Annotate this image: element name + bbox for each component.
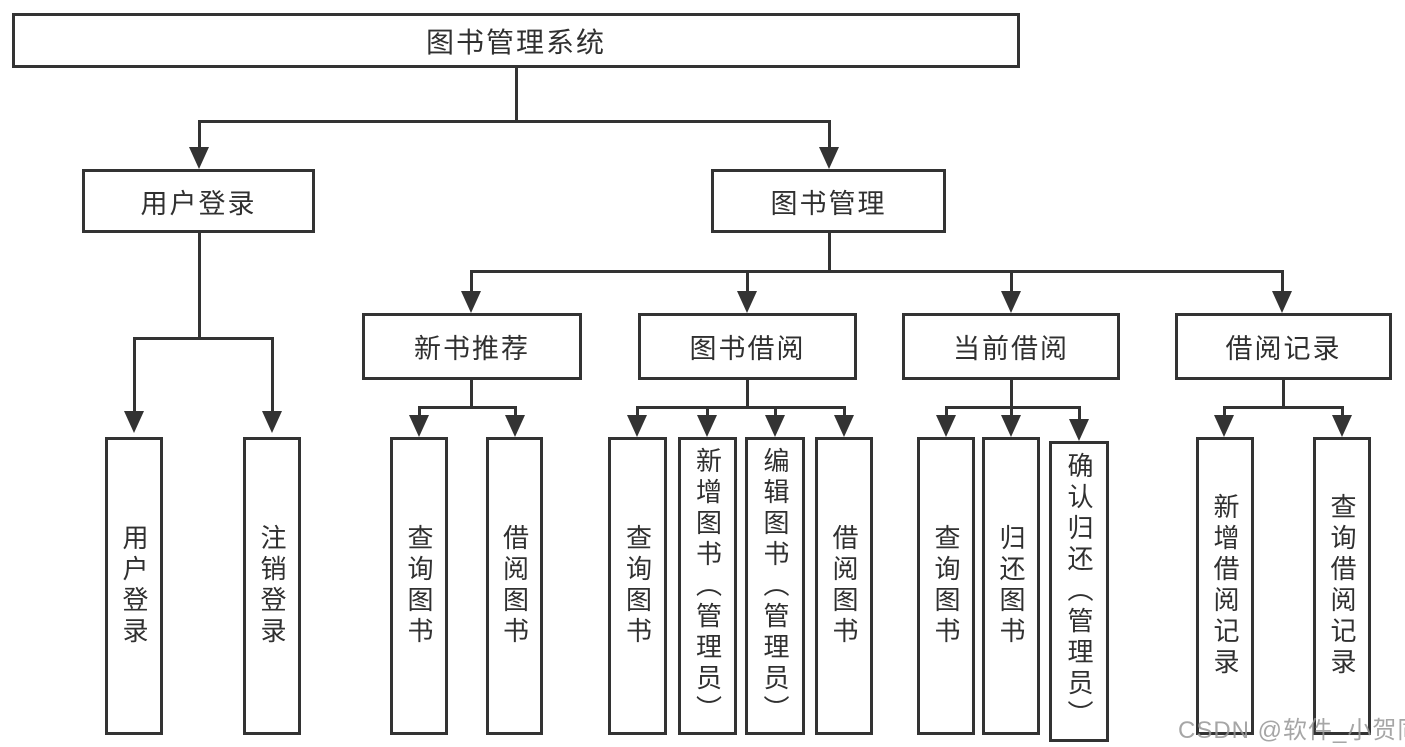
leaf-add-books-admin: 新增图书（管理员） (678, 437, 737, 735)
connector-line (470, 270, 473, 295)
connector-line (198, 120, 831, 123)
connector-line (1281, 270, 1284, 295)
node-label: 图书管理 (770, 188, 887, 219)
arrowhead-down-icon (834, 415, 854, 437)
connector-line (828, 120, 831, 150)
leaf-confirm-return-admin: 确认归还（管理员） (1049, 441, 1109, 742)
connector-line (198, 233, 201, 340)
connector-line (1010, 406, 1013, 419)
arrowhead-down-icon (765, 415, 785, 437)
connector-line (133, 337, 136, 413)
node-label: 当前借阅 (953, 334, 1069, 364)
connector-line (470, 270, 1284, 273)
connector-line (1223, 406, 1344, 409)
node-current-borrowing: 当前借阅 (902, 313, 1120, 380)
leaf-borrow-books-recommend: 借阅图书 (486, 437, 543, 735)
node-label: 新增借阅记录 (1210, 493, 1240, 679)
connector-line (1010, 380, 1013, 408)
arrowhead-down-icon (936, 415, 956, 437)
connector-line (636, 406, 639, 419)
leaf-return-books: 归还图书 (982, 437, 1040, 735)
node-new-book-recommend: 新书推荐 (362, 313, 582, 380)
connector-line (746, 380, 749, 408)
node-label: 新书推荐 (414, 334, 530, 364)
node-label: 编辑图书（管理员） (760, 446, 790, 726)
node-label: 借阅记录 (1225, 334, 1342, 364)
arrowhead-down-icon (627, 415, 647, 437)
arrowhead-down-icon (262, 411, 282, 433)
arrowhead-down-icon (505, 415, 525, 437)
connector-line (271, 337, 274, 413)
leaf-user-login: 用户登录 (105, 437, 163, 735)
connector-line (1010, 270, 1013, 295)
connector-line (774, 406, 777, 419)
connector-line (133, 337, 274, 340)
node-label: 查询借阅记录 (1327, 493, 1357, 679)
leaf-add-borrow-record: 新增借阅记录 (1196, 437, 1254, 735)
connector-line (514, 406, 517, 419)
arrowhead-down-icon (1001, 415, 1021, 437)
connector-line (636, 406, 846, 409)
connector-line (843, 406, 846, 419)
node-label: 查询图书 (404, 524, 434, 648)
arrowhead-down-icon (461, 291, 481, 313)
connector-line (1223, 406, 1226, 419)
node-book-borrowing: 图书借阅 (638, 313, 857, 380)
node-label: 借阅图书 (829, 524, 859, 648)
connector-line (945, 406, 1081, 409)
leaf-query-books-recommend: 查询图书 (390, 437, 448, 735)
leaf-query-books-borrowing: 查询图书 (608, 437, 667, 735)
connector-line (198, 120, 201, 150)
node-label: 归还图书 (996, 524, 1026, 648)
connector-line (1341, 406, 1344, 419)
connector-line (746, 270, 749, 295)
leaf-query-borrow-record: 查询借阅记录 (1313, 437, 1371, 735)
node-label: 图书管理系统 (425, 26, 606, 58)
node-borrowing-records: 借阅记录 (1175, 313, 1392, 380)
arrowhead-down-icon (1332, 415, 1352, 437)
node-label: 查询图书 (931, 524, 961, 648)
arrowhead-down-icon (409, 415, 429, 437)
arrowhead-down-icon (1069, 419, 1089, 441)
arrowhead-down-icon (1214, 415, 1234, 437)
connector-line (418, 406, 421, 419)
node-label: 查询图书 (622, 524, 653, 648)
node-label: 图书借阅 (689, 334, 806, 364)
node-label: 新增图书（管理员） (692, 446, 723, 726)
connector-line (418, 406, 517, 409)
node-book-management: 图书管理 (711, 169, 946, 233)
arrowhead-down-icon (737, 291, 757, 313)
arrowhead-down-icon (697, 415, 717, 437)
node-label: 用户登录 (119, 524, 149, 648)
connector-line (470, 380, 473, 408)
connector-line (1078, 406, 1081, 419)
node-library-management-system: 图书管理系统 (12, 13, 1020, 68)
connector-line (945, 406, 948, 419)
node-user-login: 用户登录 (82, 169, 315, 233)
node-label: 用户登录 (140, 188, 257, 219)
leaf-query-books-current: 查询图书 (917, 437, 975, 735)
leaf-logout: 注销登录 (243, 437, 301, 735)
arrowhead-down-icon (1272, 291, 1292, 313)
csdn-watermark: CSDN @软件_小贺同学 (1178, 717, 1405, 744)
connector-line (706, 406, 709, 419)
arrowhead-down-icon (1001, 291, 1021, 313)
node-label: 借阅图书 (499, 524, 530, 648)
connector-line (515, 68, 518, 122)
connector-line (828, 233, 831, 273)
arrowhead-down-icon (124, 411, 144, 433)
arrowhead-down-icon (819, 147, 839, 169)
arrowhead-down-icon (189, 147, 209, 169)
node-label: 注销登录 (257, 524, 287, 648)
connector-line (1282, 380, 1285, 408)
node-label: 确认归还（管理员） (1064, 452, 1094, 731)
leaf-borrow-books: 借阅图书 (815, 437, 873, 735)
leaf-edit-books-admin: 编辑图书（管理员） (745, 437, 805, 735)
